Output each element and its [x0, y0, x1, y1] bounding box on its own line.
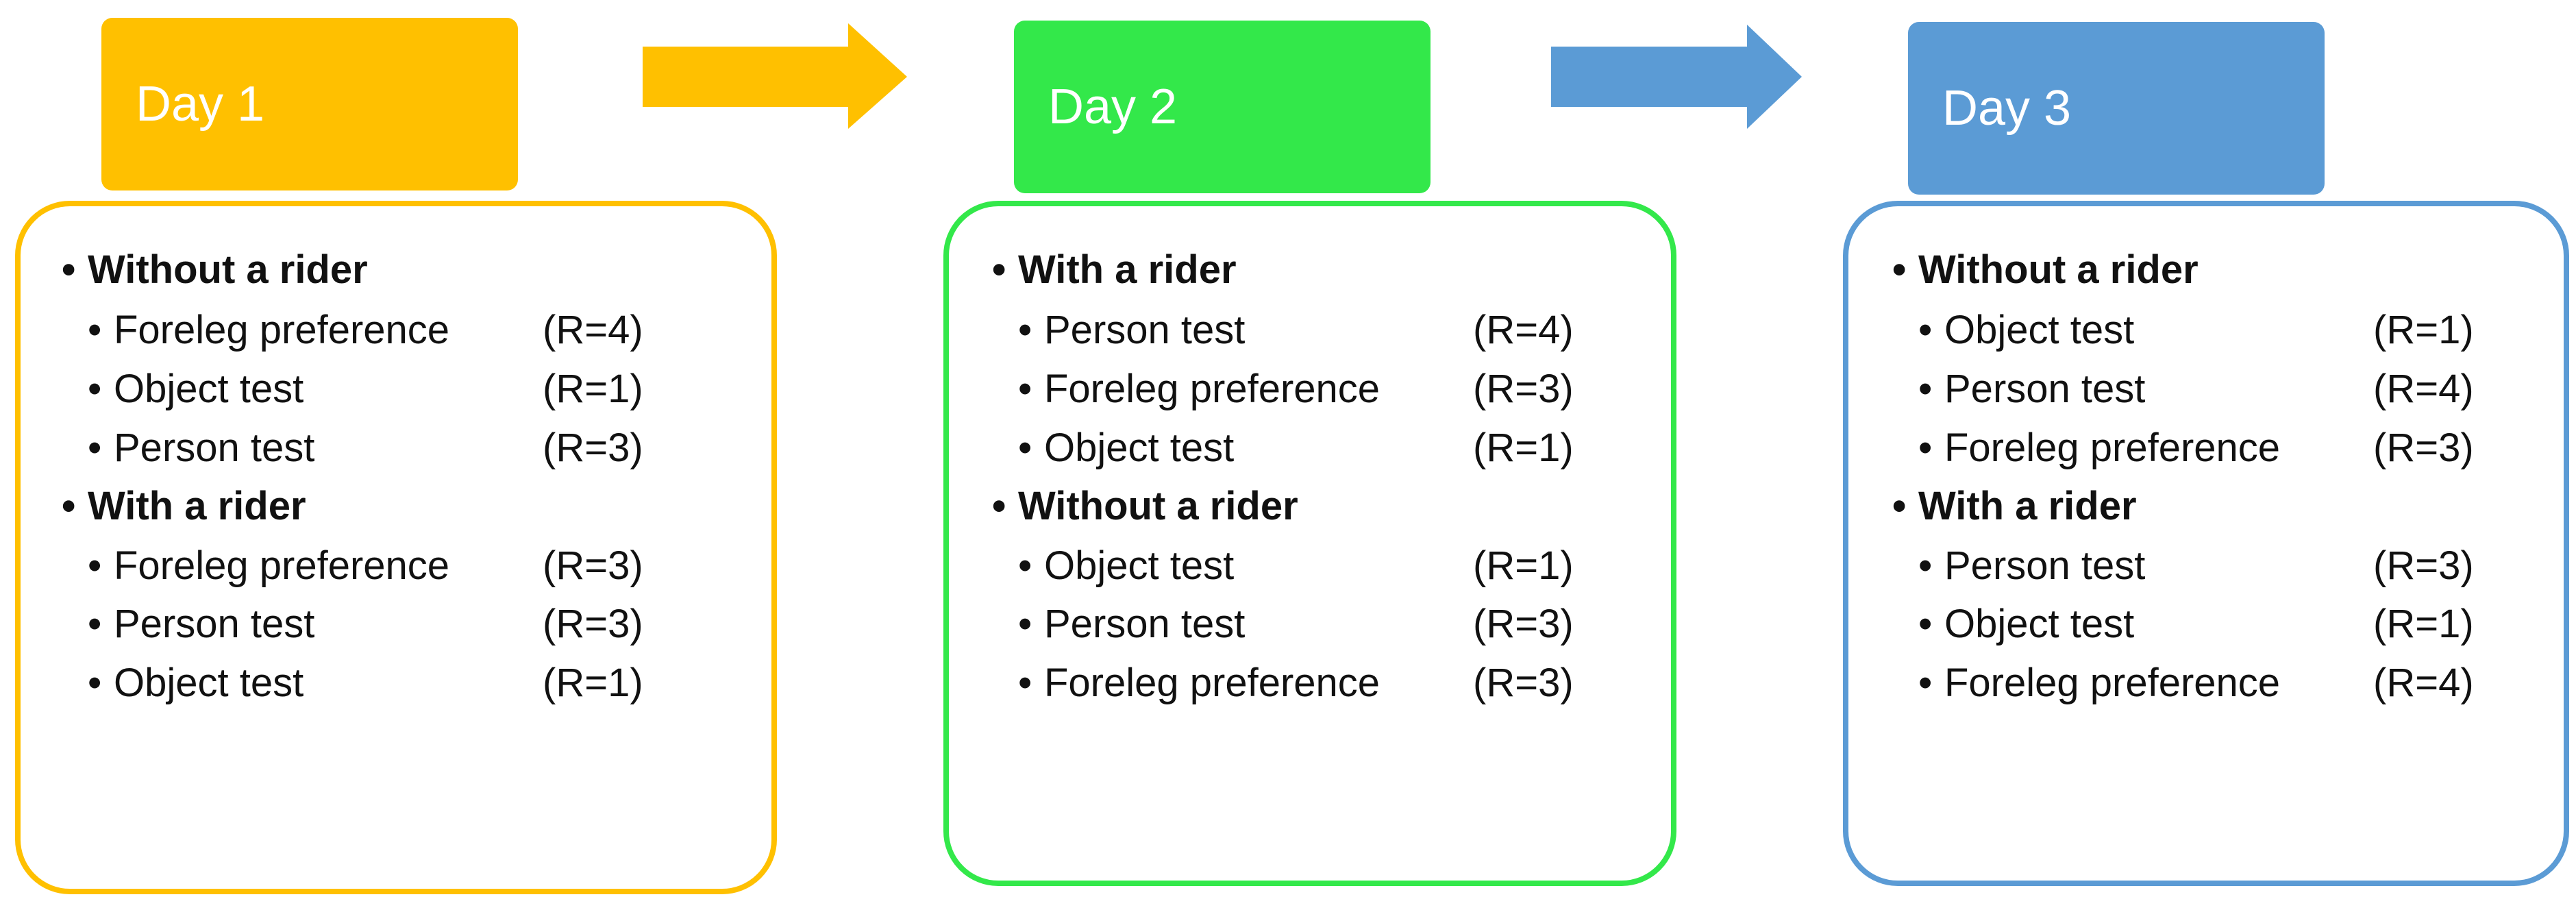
day-3-group-1-item-1: •Object test (R=1)	[1918, 308, 2474, 352]
day-2-group-1-item-3: •Object test (R=1)	[1018, 426, 1574, 470]
day-1-group-1-item-3: •Person test (R=3)	[88, 426, 643, 470]
day-3-group-1-item-2: •Person test (R=4)	[1918, 367, 2474, 411]
day-2-group-1-item-2: •Foreleg preference (R=3)	[1018, 367, 1574, 411]
day-3-label: Day 3	[1942, 81, 2072, 136]
day-3-group-2-item-2: •Object test (R=1)	[1918, 602, 2474, 646]
day-1-box	[15, 201, 777, 894]
day-1-group-2-title: •With a rider	[62, 484, 306, 528]
day-2-box	[943, 201, 1676, 886]
day-3-group-2-item-3: •Foreleg preference (R=4)	[1918, 661, 2474, 705]
day-3-box	[1843, 201, 2569, 886]
day-2-group-2-item-1: •Object test (R=1)	[1018, 543, 1574, 588]
day-1-group-1-title: •Without a rider	[62, 247, 368, 292]
day-1-group-1-item-2: •Object test (R=1)	[88, 367, 643, 411]
day-3-group-2-title: •With a rider	[1892, 484, 2137, 528]
day-3-group-1-item-3: •Foreleg preference (R=3)	[1918, 426, 2474, 470]
day-1-group-2-item-2: •Person test (R=3)	[88, 602, 643, 646]
day-2-label: Day 2	[1048, 79, 1178, 134]
day-2-group-2-item-2: •Person test (R=3)	[1018, 602, 1574, 646]
day-1-header: Day 1	[101, 18, 518, 190]
day-2-group-2-item-3: •Foreleg preference (R=3)	[1018, 661, 1574, 705]
day-1-group-2-item-1: •Foreleg preference (R=3)	[88, 543, 643, 588]
day-1-group-1-item-1: •Foreleg preference (R=4)	[88, 308, 643, 352]
day-3-group-2-item-1: •Person test (R=3)	[1918, 543, 2474, 588]
arrow-day1-to-day2	[643, 23, 907, 129]
day-1-label: Day 1	[136, 77, 265, 132]
day-3-header: Day 3	[1908, 22, 2325, 195]
day-2-group-2-title: •Without a rider	[992, 484, 1298, 528]
day-3-group-1-title: •Without a rider	[1892, 247, 2199, 292]
day-2-group-1-item-1: •Person test (R=4)	[1018, 308, 1574, 352]
day-1-group-2-item-3: •Object test (R=1)	[88, 661, 643, 705]
day-2-header: Day 2	[1014, 21, 1431, 193]
arrow-day2-to-day3	[1551, 25, 1802, 129]
day-2-group-1-title: •With a rider	[992, 247, 1237, 292]
